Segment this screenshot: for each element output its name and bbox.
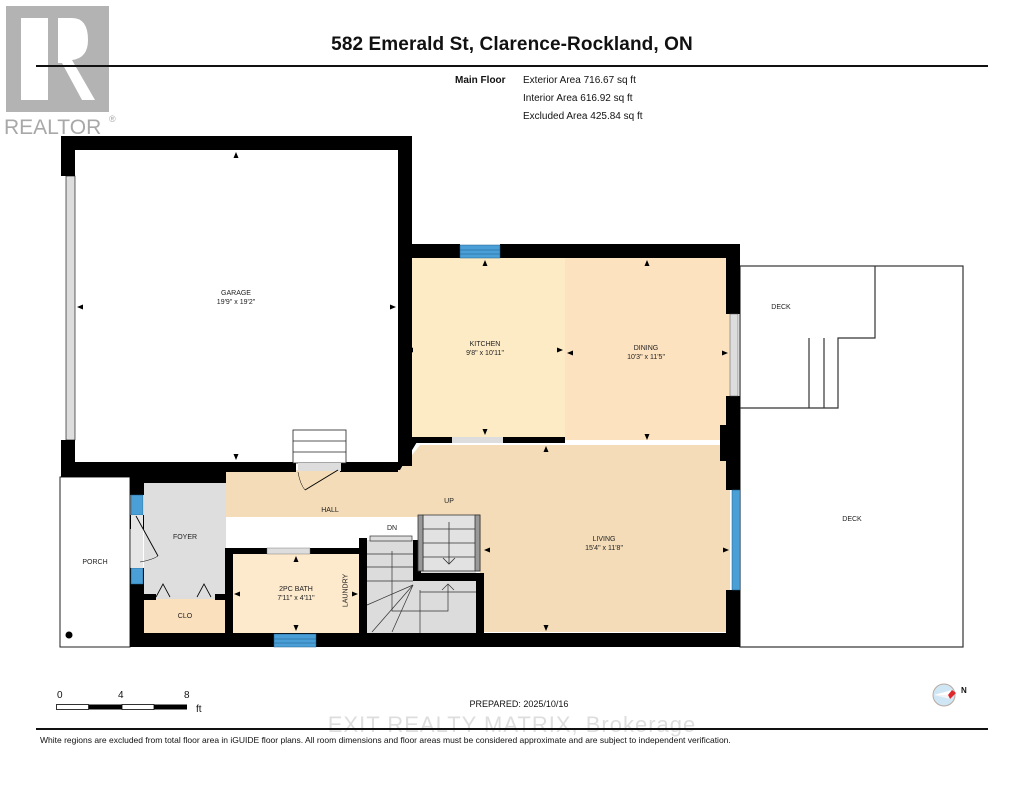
room-dining: DINING 10'3" x 11'5" <box>627 344 665 362</box>
room-dims: 19'9" x 19'2" <box>216 299 256 306</box>
scale-tick-4: 4 <box>118 690 124 701</box>
room-name: DINING <box>633 345 659 352</box>
room-name: GARAGE <box>221 290 251 297</box>
foyer-floor <box>144 483 226 598</box>
scale-unit: ft <box>196 704 202 715</box>
room-deck-upper: DECK <box>771 304 791 311</box>
garage-steps <box>292 429 347 464</box>
deck-outline <box>739 265 964 648</box>
exterior-area: Exterior Area 716.67 sq ft <box>523 75 636 86</box>
north-compass-icon: N <box>928 682 968 713</box>
room-porch: PORCH <box>82 559 108 566</box>
disclaimer-text: White regions are excluded from total fl… <box>40 735 731 745</box>
excluded-area: Excluded Area 425.84 sq ft <box>523 111 643 122</box>
room-closet: CLO <box>177 613 193 620</box>
room-name: KITCHEN <box>469 341 501 348</box>
interior-area: Interior Area 616.92 sq ft <box>523 93 633 104</box>
dimension-markers <box>77 152 729 631</box>
bath-floor <box>232 553 360 633</box>
garage-door <box>65 175 76 441</box>
stairs-down <box>366 535 476 633</box>
page-title: 582 Emerald St, Clarence-Rockland, ON <box>331 34 693 55</box>
room-foyer: FOYER <box>172 534 198 541</box>
room-bath: 2PC BATH 7'11" x 4'11" <box>277 585 314 603</box>
scale-tick-8: 8 <box>184 690 190 701</box>
room-laundry: LAUNDRY <box>342 573 350 608</box>
room-name: 2PC BATH <box>279 586 313 593</box>
brokerage-watermark: EXIT REALTY MATRIX, Brokerage <box>327 712 697 737</box>
room-kitchen: KITCHEN 9'8" x 10'11" <box>466 340 504 358</box>
room-garage: GARAGE 19'9" x 19'2" <box>217 289 255 307</box>
realtor-wordmark: REALTOR <box>4 116 101 139</box>
closet-floor <box>144 598 226 634</box>
room-living: LIVING 15'4" x 11'8" <box>585 535 623 553</box>
stairs-up <box>417 514 481 572</box>
svg-text:®: ® <box>109 114 116 124</box>
room-dims: 15'4" x 11'8" <box>585 545 623 552</box>
room-deck-lower: DECK <box>842 516 862 523</box>
footer-divider <box>36 728 988 730</box>
porch-area <box>59 476 131 648</box>
dining-floor <box>565 258 730 440</box>
hall-living-floor <box>225 445 730 632</box>
prepared-date: PREPARED: 2025/10/16 <box>469 699 569 709</box>
north-label: N <box>961 686 967 695</box>
stairs-up-label: UP <box>444 498 454 505</box>
room-dims: 9'8" x 10'11" <box>466 350 504 357</box>
scale-tick-0: 0 <box>57 690 63 701</box>
realtor-logo: REALTOR ® <box>0 0 122 142</box>
room-name: LIVING <box>592 536 616 543</box>
room-dims: 7'11" x 4'11" <box>277 595 315 602</box>
room-dims: 10'3" x 11'5" <box>627 354 665 361</box>
stairs-down-label: DN <box>386 525 398 532</box>
title-divider <box>36 65 988 67</box>
kitchen-floor <box>405 258 565 440</box>
walls <box>61 136 740 647</box>
room-hall: HALL <box>321 507 339 514</box>
floor-label: Main Floor <box>455 75 506 86</box>
